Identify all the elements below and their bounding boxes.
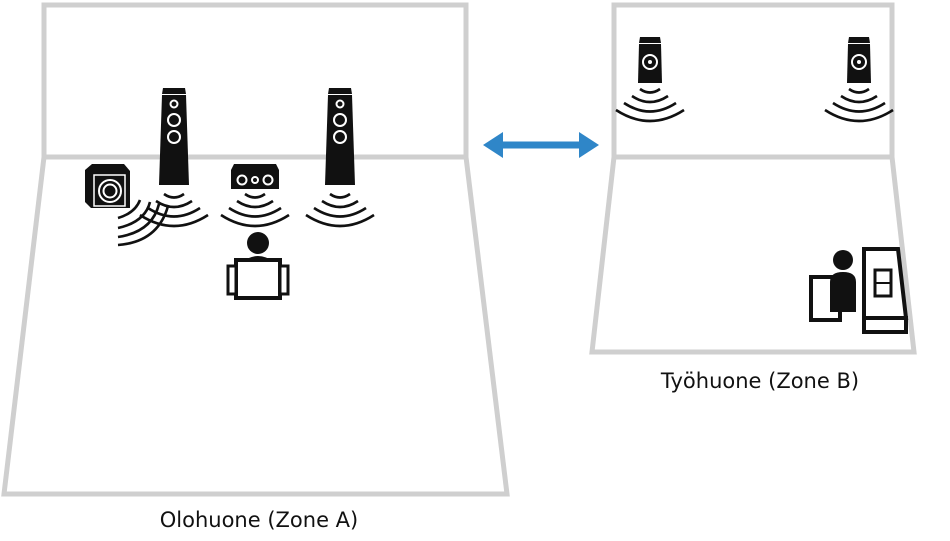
zone-b-room <box>589 2 917 355</box>
zone-a-room <box>1 2 510 497</box>
zone-b-label: Työhuone (Zone B) <box>660 369 859 393</box>
center-speaker-icon <box>219 164 291 228</box>
zone-a-label: Olohuone (Zone A) <box>160 508 358 532</box>
listener-icon <box>226 232 290 300</box>
zone-b-right-speaker-icon <box>823 36 895 123</box>
double-arrow-icon <box>483 132 599 158</box>
subwoofer-icon <box>85 164 170 247</box>
zone-b-listener-icon <box>809 250 856 322</box>
av-receiver-icon <box>862 247 909 334</box>
zone-b-left-speaker-icon <box>614 36 686 123</box>
